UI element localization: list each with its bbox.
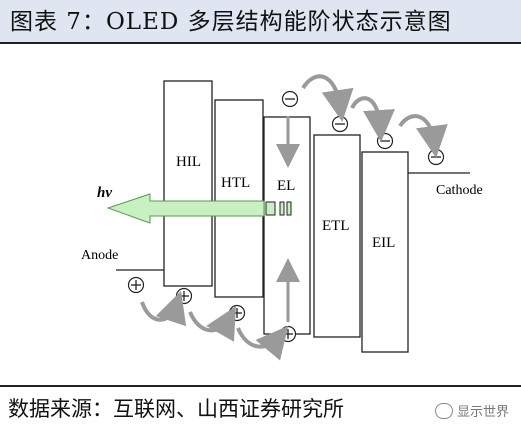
layer-eil-label: EIL bbox=[372, 235, 395, 251]
hole-hop-arrow bbox=[188, 306, 236, 342]
electron-icon bbox=[427, 148, 445, 166]
cathode-label: Cathode bbox=[436, 183, 483, 198]
electron-icon bbox=[331, 115, 349, 133]
figure-title: 图表 7：OLED 多层结构能阶状态示意图 bbox=[10, 9, 452, 35]
anode-label: Anode bbox=[81, 248, 118, 263]
hole-hop-arrow bbox=[140, 290, 187, 327]
source-note: 数据来源：互联网、山西证券研究所 bbox=[8, 397, 344, 421]
watermark: 显示世界 bbox=[434, 401, 509, 420]
layer-hil-label: HIL bbox=[176, 154, 201, 170]
layer-hil-box bbox=[163, 80, 213, 287]
wechat-icon bbox=[434, 402, 453, 419]
hole-icon bbox=[228, 304, 246, 322]
layer-el-label: EL bbox=[277, 178, 295, 194]
electron-hop-arrow bbox=[350, 96, 395, 142]
layer-htl-box bbox=[214, 99, 264, 298]
figure-header: 图表 7：OLED 多层结构能阶状态示意图 bbox=[0, 0, 521, 44]
emission-arrow bbox=[106, 193, 265, 224]
layer-etl-label: ETL bbox=[322, 218, 350, 234]
hole-hop-arrow bbox=[236, 325, 289, 361]
emission-label: hv bbox=[97, 185, 112, 201]
watermark-text: 显示世界 bbox=[456, 405, 509, 420]
hole-icon bbox=[127, 276, 145, 294]
hole-icon bbox=[175, 287, 193, 305]
layer-htl-label: HTL bbox=[221, 175, 250, 191]
oled-energy-diagram: HIL HTL EL ETL EIL Anode Cathode hv bbox=[81, 74, 483, 361]
exciton-mark bbox=[279, 201, 285, 216]
layer-etl-box bbox=[313, 134, 361, 338]
electron-icon bbox=[376, 132, 394, 150]
exciton-mark bbox=[265, 201, 276, 216]
figure-footer: 数据来源：互联网、山西证券研究所 显示世界 bbox=[0, 385, 521, 433]
exciton-mark bbox=[286, 201, 292, 216]
layer-eil-box bbox=[361, 151, 409, 353]
hole-icon bbox=[279, 325, 297, 343]
electron-hop-arrow bbox=[398, 114, 448, 158]
electron-icon bbox=[281, 90, 299, 108]
electron-hop-arrow bbox=[301, 74, 354, 122]
